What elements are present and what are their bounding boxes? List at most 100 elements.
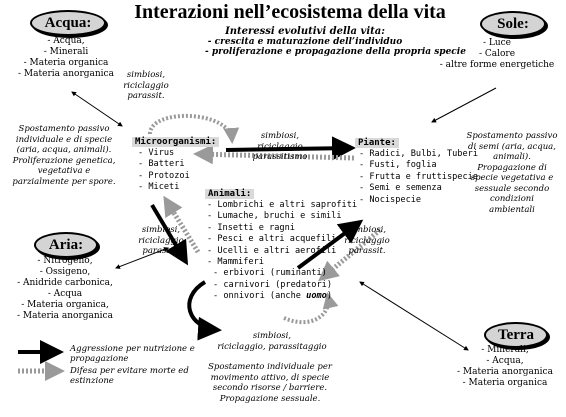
note-line: simbiosi, — [252, 331, 292, 341]
animali-item-close: ) — [326, 291, 333, 302]
note-line: condizioni — [489, 194, 535, 204]
note-line: parassit. — [127, 91, 165, 101]
subtitle-line: - proliferazione e propagazione della pr… — [205, 47, 466, 57]
animali-item: - Insetti e ragni — [207, 222, 295, 233]
piante-list: - Radici, Bulbi, Tuberi - Fusti, foglia … — [355, 149, 478, 206]
note-line: simbiosi, — [260, 131, 300, 141]
legend-difesa: Difesa per evitare morte ed estinzione — [70, 366, 200, 386]
aria-item: - Ossigeno, — [39, 267, 91, 277]
aria-item: - Acqua — [47, 289, 83, 299]
note-line: simbiosi, — [126, 70, 166, 80]
sole-oval: Sole: — [480, 11, 546, 37]
legend-aggressione: Aggressione per nutrizione e propagazion… — [70, 344, 200, 364]
note-line: ambientali — [489, 204, 535, 215]
note-line: (aria, acqua, animali). — [16, 145, 112, 155]
piante-item: - Frutta e fruttispecie — [359, 171, 478, 182]
note-active-bottom: Spostamento individuale per movimento at… — [200, 362, 340, 404]
terra-item: - Materia organica — [462, 378, 548, 388]
arrow-micro-piante — [225, 136, 356, 161]
animali-item: - Pesci e altri acquefili — [207, 234, 337, 245]
legend-line: propagazione — [70, 354, 129, 364]
note-line: riciclaggio — [123, 80, 169, 91]
terra-oval: Terra — [484, 322, 548, 348]
animali-item: - onnivori (anche — [213, 291, 307, 302]
note-simbiosi-top: simbiosi, riciclaggio parassit. — [115, 70, 177, 102]
note-line: Spostamento passivo — [466, 131, 558, 141]
arrow-terra-piante — [359, 281, 469, 351]
note-passive-left: Spostamento passivo individuale e di spe… — [2, 124, 126, 187]
note-line: Proliferazione genetica, — [12, 155, 116, 166]
legend-line: Difesa per evitare morte ed — [70, 366, 189, 376]
note-simbiosi-right: simbiosi, riciclaggio parassit. — [336, 225, 398, 257]
animali-item: - Ucelli e altri aerofili — [207, 245, 337, 256]
note-line: animali). — [493, 152, 531, 162]
legend-line: Aggressione per nutrizione e — [70, 344, 195, 354]
note-line: movimento attivo, di specie — [210, 372, 330, 383]
note-line: vegetativa e — [37, 166, 91, 176]
piante-label: Piante: — [355, 138, 399, 148]
sole-item: - Luce — [482, 38, 512, 48]
sole-label: Sole: — [497, 16, 529, 32]
note-line: parzialmente per spore. — [12, 176, 116, 187]
sole-item: - Calore — [478, 49, 516, 59]
piante-item: - Nocispecie — [359, 194, 422, 205]
note-line: Propagazione sessuale. — [219, 393, 321, 404]
uomo-label: uomo — [306, 291, 327, 302]
sole-list: - Luce - Calore - altre forme energetich… — [436, 38, 558, 71]
note-line: Spostamento passivo — [18, 124, 110, 134]
acqua-item: - Acqua, — [47, 36, 85, 46]
note-line: parassit. — [142, 246, 180, 256]
arrow-aria-animali — [115, 247, 169, 269]
note-line: riciclaggio — [344, 235, 390, 246]
note-simbiosi-bottom: simbiosi, riciclaggio, parassitaggio — [212, 331, 332, 352]
animali-item: - Mammiferi — [207, 257, 264, 268]
arrow-micro-animali — [150, 203, 189, 266]
arrow-curve-bottom — [187, 280, 222, 341]
aria-item: - Anidride carbonica, — [17, 278, 113, 288]
acqua-item: - Minerali — [43, 47, 89, 57]
arrow-animali-piante — [296, 219, 364, 270]
aria-item: - Nitrogeno, — [37, 256, 93, 266]
note-line: parassit. — [348, 246, 386, 256]
aria-oval: Aria: — [34, 232, 98, 258]
subtitle-heading: Interessi evolutivi della vita: — [225, 26, 385, 37]
terra-item: - Materia anorganica — [457, 367, 553, 377]
animali-heading: Animali: — [205, 181, 355, 200]
note-line: individuale e di specie — [15, 134, 113, 145]
microrganismi-item: - Protozoi — [138, 170, 190, 181]
animali-label: Animali: — [205, 189, 255, 199]
note-line: Propagazione di — [477, 162, 547, 173]
arrow-acqua-micro — [71, 91, 123, 127]
note-line: simbiosi, — [141, 225, 181, 235]
animali-list: - Lombrichi e altri saprofiti - Lumache,… — [205, 200, 357, 303]
animali-item-onnivori: - onnivori (anche uomo) — [207, 291, 355, 302]
acqua-label: Acqua: — [44, 15, 92, 31]
subtitle-block: Interessi evolutivi della vita: - cresci… — [205, 26, 466, 57]
microrganismi-item: - Batteri — [138, 159, 185, 170]
note-line: specie vegetativa e — [470, 173, 554, 183]
note-line: riciclaggio — [257, 141, 303, 152]
note-simbiosi-left: simbiosi, riciclaggio parassit. — [130, 225, 192, 257]
terra-item: - Minerali, — [481, 345, 529, 355]
note-line: simbiosi, — [347, 225, 387, 235]
piante-item: - Semi e semenza — [359, 183, 442, 194]
microrganismi-item: - Virus — [138, 148, 175, 158]
animali-item: - Lumache, bruchi e simili — [207, 211, 342, 222]
legend-line: estinzione — [70, 376, 114, 386]
terra-item: - Acqua, — [486, 356, 524, 366]
animali-item: - erbivori (ruminanti) — [213, 268, 327, 279]
microrganismi-list: - Virus - Batteri - Protozoi - Miceti — [132, 148, 232, 194]
arrow-sole-piante — [431, 87, 497, 123]
note-simbiosi-mid: simbiosi, riciclaggio parassitismo — [245, 131, 315, 163]
microrganismi-box: Microorganismi: - Virus - Batteri - Prot… — [132, 129, 232, 194]
note-line: Spostamento individuale per — [208, 362, 332, 372]
animali-box: Animali: - Lombrichi e altri saprofiti -… — [205, 181, 357, 303]
acqua-list: - Acqua, - Minerali - Materia organica -… — [6, 36, 126, 80]
note-line: parassitismo — [252, 152, 308, 162]
page-title: Interazioni nell’ecosistema della vita — [134, 1, 446, 23]
microrganismi-item: - Miceti — [138, 182, 180, 193]
animali-item: - carnivori (predatori) — [213, 279, 332, 290]
piante-heading: Piante: — [355, 130, 475, 149]
piante-item: - Radici, Bulbi, Tuberi — [359, 149, 478, 159]
piante-box: Piante: - Radici, Bulbi, Tuberi - Fusti,… — [355, 130, 478, 206]
